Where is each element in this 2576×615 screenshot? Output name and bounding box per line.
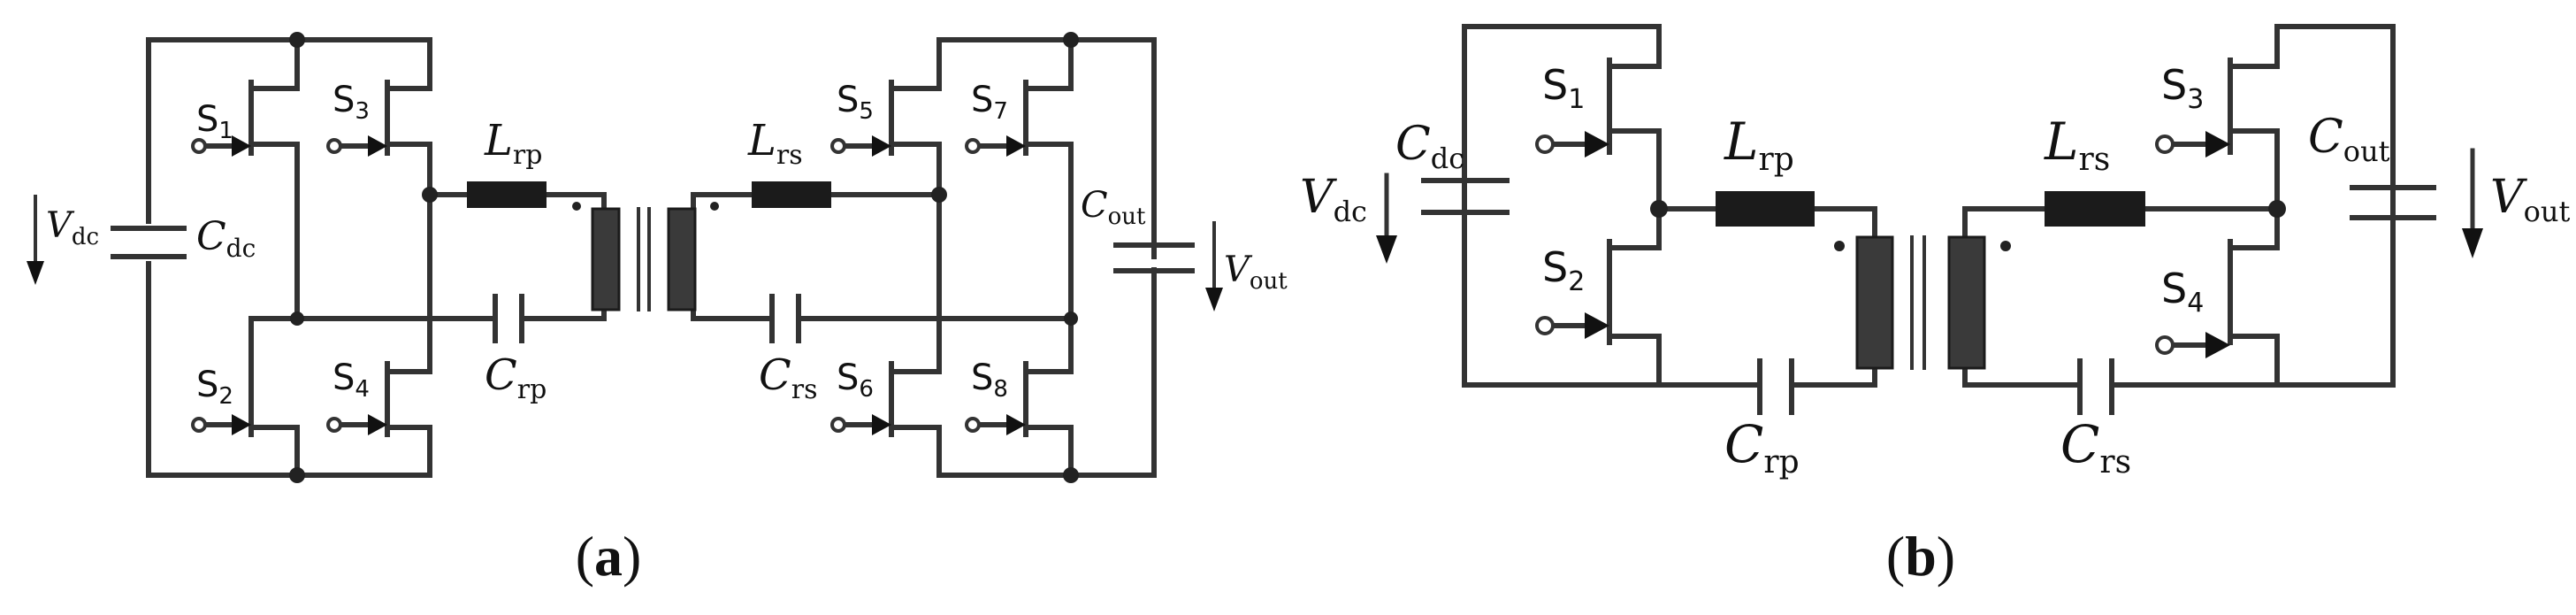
- switch-b-s1: [1535, 58, 1612, 158]
- vdc-arrow-a: [27, 195, 44, 285]
- wire-a-lrp-to-xfmr: [544, 192, 607, 215]
- node-a-midpoint-primary: [422, 187, 438, 203]
- lrs-inductor-b: [2045, 191, 2145, 227]
- switch-a-s4: [326, 361, 390, 437]
- wire-b-lrp-to-xfmr: [1812, 206, 1877, 237]
- wire-a-s1-s2-leg: [248, 86, 300, 430]
- lrs-inductor-a: [752, 181, 831, 208]
- wire-a-s5-top: [889, 37, 942, 91]
- label-b-cdc: Cdc: [1395, 118, 1464, 175]
- switch-label-a-s4: S4: [333, 357, 370, 403]
- label-a-crp: Crp: [485, 350, 547, 405]
- wire-b-s1-s2-leg: [1607, 64, 1662, 339]
- label-a-vout: Vout: [1224, 250, 1288, 295]
- switch-label-a-s3: S3: [333, 80, 370, 125]
- wire-a-top-bridge: [248, 37, 300, 91]
- switch-label-a-s5: S5: [837, 80, 874, 125]
- switch-label-a-s8: S8: [971, 357, 1008, 403]
- node-a-top-left: [289, 32, 305, 48]
- wire-a-s7-s8-leg: [1023, 86, 1074, 430]
- wire-a-xfmr-to-lrs: [691, 192, 754, 219]
- caption-a: (a): [576, 525, 642, 588]
- switch-label-a-s2: S2: [196, 365, 233, 410]
- switch-label-b-s1: S1: [1542, 61, 1585, 115]
- lrp-inductor-b: [1716, 191, 1815, 227]
- label-a-cdc: Cdc: [196, 214, 256, 263]
- node-a-right-bus: [1064, 311, 1078, 326]
- label-a-cout: Cout: [1081, 185, 1146, 230]
- switch-label-a-s7: S7: [971, 80, 1008, 125]
- wire-b-crp-to-xfmr: [1789, 369, 1877, 388]
- xfmr-dot-secondary-b: [2000, 241, 2011, 251]
- xfmr-primary-winding-b: [1855, 235, 1894, 370]
- xfmr-secondary-winding-a: [667, 207, 697, 311]
- node-a-mid-left-bus: [290, 311, 304, 326]
- label-a-vdc: Vdc: [46, 205, 99, 250]
- node-b-midpoint-primary: [1650, 200, 1668, 218]
- switch-label-b-s2: S2: [1542, 243, 1585, 297]
- vout-arrow-b: [2462, 148, 2483, 258]
- wire-a-s5-s6-leg: [889, 86, 942, 430]
- lrp-inductor-a: [467, 181, 547, 208]
- wire-a-xfmr-to-crs: [691, 289, 772, 321]
- wire-b-s3-s4-leg: [2228, 64, 2280, 339]
- xfmr-dot-secondary-a: [710, 202, 719, 211]
- wire-b-xfmr-to-lrs: [1962, 206, 2047, 237]
- label-a-crs: Crs: [759, 350, 817, 405]
- vout-arrow-a: [1205, 221, 1223, 311]
- label-b-vout: Vout: [2490, 171, 2570, 228]
- switch-a-s8: [965, 361, 1028, 437]
- switch-label-a-s1: S1: [196, 99, 233, 144]
- xfmr-dot-primary-b: [1834, 241, 1845, 251]
- node-b-midpoint-secondary: [2268, 200, 2286, 218]
- label-b-lrp: Lrp: [1724, 111, 1794, 178]
- wire-a-s8-bottom: [1023, 425, 1074, 478]
- switch-a-s2: [191, 361, 254, 437]
- wire-a-bottom-bridge: [248, 425, 300, 478]
- diagram-b: S1 S2 S3 S4 Cdc Vdc Lrp Lrs Crp Crs Cout…: [1300, 24, 2570, 588]
- switch-b-s2: [1535, 239, 1612, 345]
- switch-a-s6: [830, 361, 894, 437]
- switch-label-a-s6: S6: [837, 357, 874, 403]
- node-a-top-right: [1063, 32, 1079, 48]
- switch-a-s7: [965, 80, 1028, 157]
- xfmr-secondary-winding-b: [1947, 235, 1986, 370]
- node-a-bottom-left: [289, 467, 305, 483]
- label-b-cout: Cout: [2308, 111, 2390, 168]
- label-b-vdc: Vdc: [1300, 171, 1367, 228]
- label-b-crp: Crp: [1724, 414, 1800, 480]
- wire-a-top-right-b: [1023, 37, 1074, 91]
- wire-a-s3-s4-leg: [385, 86, 432, 430]
- wire-a-s6-bottom: [889, 425, 942, 478]
- switch-a-s1: [191, 80, 254, 157]
- wire-b-xfmr-to-crs: [1962, 369, 2083, 388]
- label-b-lrs: Lrs: [2044, 111, 2110, 178]
- label-a-lrs: Lrs: [747, 116, 803, 171]
- node-a-bottom-right: [1063, 467, 1079, 483]
- xfmr-primary-winding-a: [591, 207, 621, 311]
- caption-b: (b): [1886, 525, 1955, 588]
- label-a-lrp: Lrp: [484, 116, 542, 171]
- switch-label-b-s4: S4: [2161, 265, 2204, 319]
- switch-a-s5: [830, 80, 894, 157]
- diagram-a: S1 S3 S2 S4 S5 S7 S6 S8 Vdc Cdc Lrp Lrs …: [27, 32, 1288, 588]
- wire-b-right-frame: [2228, 24, 2396, 388]
- switch-b-s3: [2155, 58, 2233, 158]
- label-b-crs: Crs: [2060, 414, 2131, 480]
- switch-b-s4: [2155, 239, 2233, 358]
- switch-a-s3: [326, 80, 390, 157]
- node-a-midpoint-secondary: [931, 187, 947, 203]
- switch-label-b-s3: S3: [2161, 61, 2204, 115]
- xfmr-dot-primary-a: [572, 202, 581, 211]
- vdc-arrow-b: [1376, 173, 1397, 264]
